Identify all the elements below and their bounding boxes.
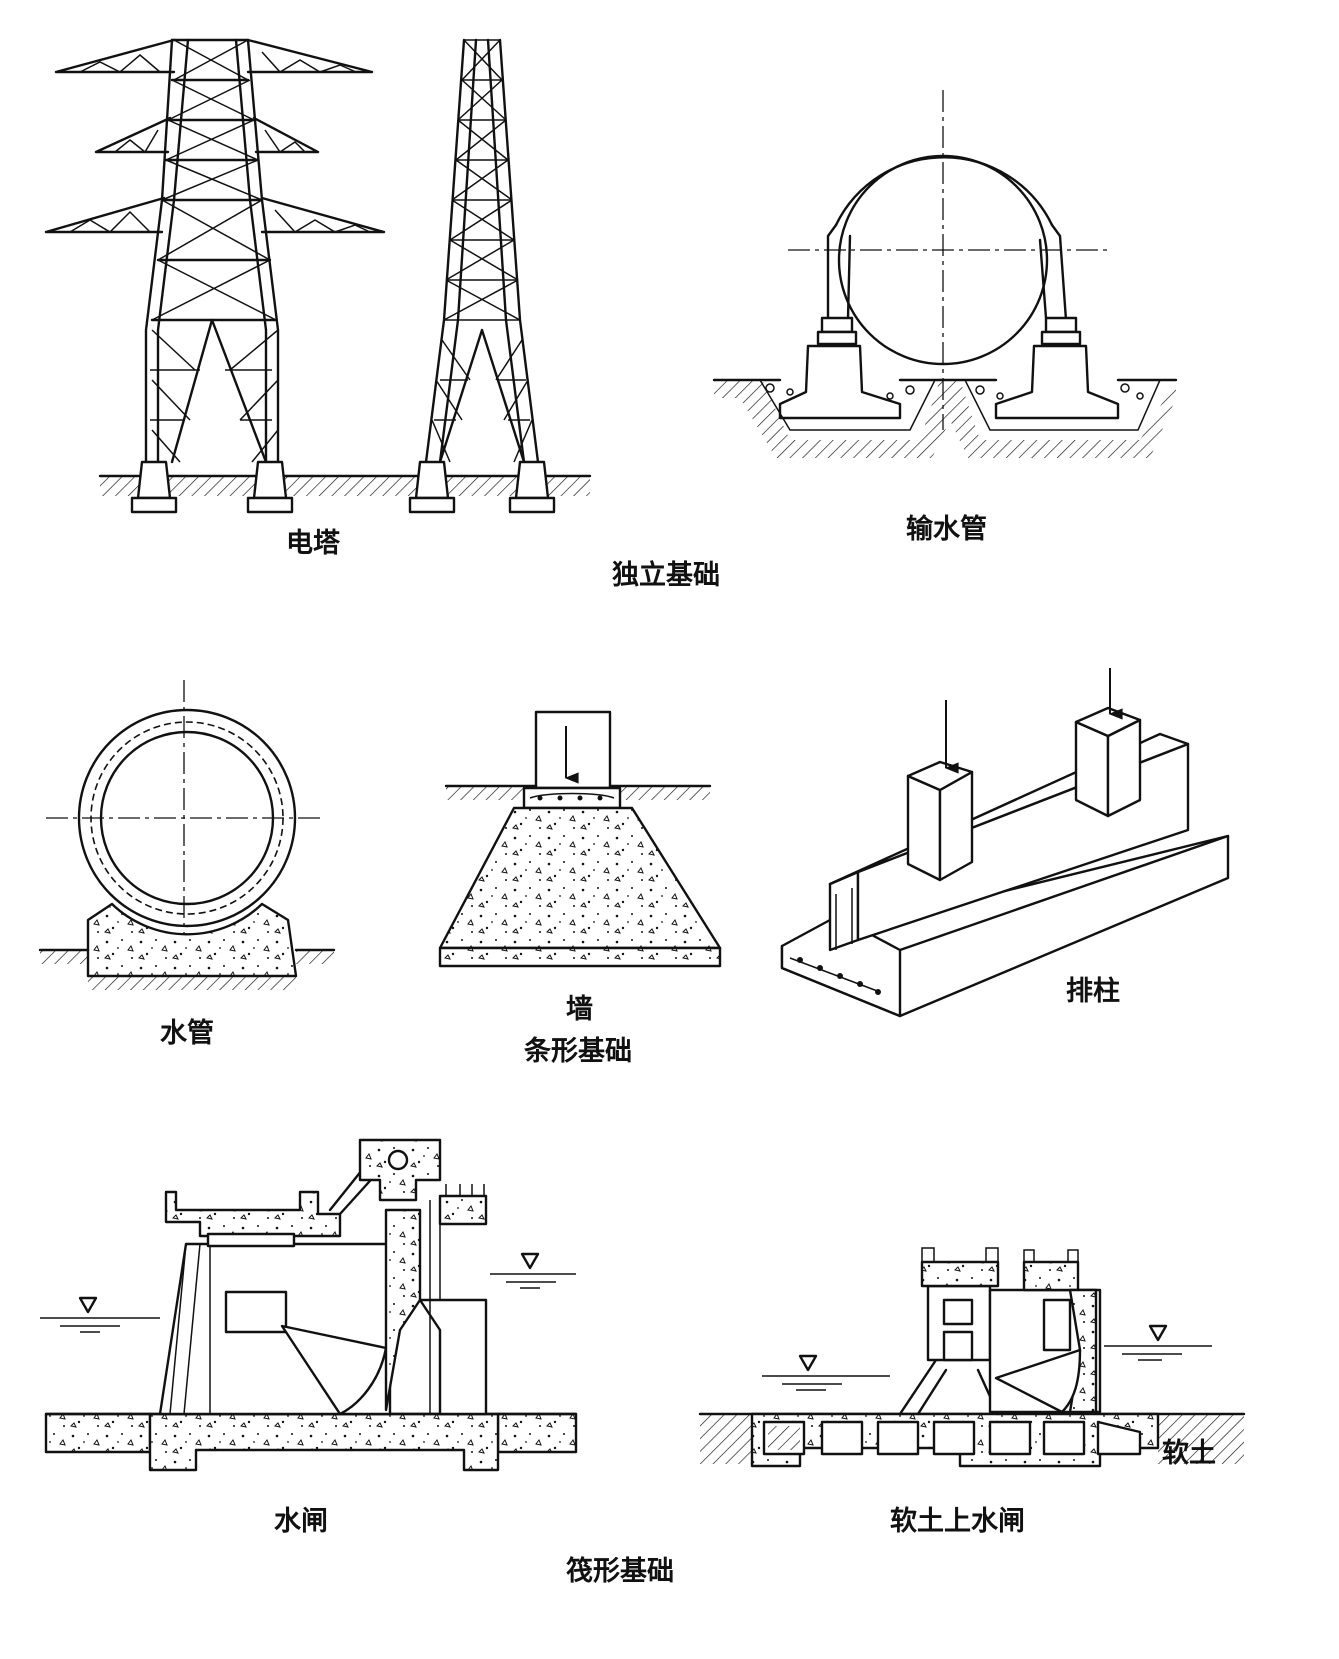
label-pipeline: 输水管 bbox=[906, 513, 987, 545]
tower-illustration bbox=[44, 38, 592, 514]
wall-strip-illustration bbox=[438, 710, 722, 968]
label-soft-soil: 软土 bbox=[1162, 1438, 1216, 1469]
label-tower: 电塔 bbox=[286, 528, 341, 559]
column-row-illustration bbox=[780, 668, 1230, 1018]
tower-2 bbox=[408, 38, 556, 514]
tower-1 bbox=[44, 38, 386, 514]
water-pipe-illustration bbox=[38, 680, 336, 990]
sluice-illustration bbox=[40, 1138, 578, 1472]
soft-soil-sluice-illustration bbox=[698, 1247, 1246, 1468]
label-soft-sluice: 软土上水闸 bbox=[890, 1506, 1025, 1537]
label-sluice: 水闸 bbox=[274, 1506, 328, 1537]
group-title-strip: 条形基础 bbox=[524, 1036, 632, 1067]
label-column-row: 排柱 bbox=[1066, 976, 1120, 1007]
label-water-pipe: 水管 bbox=[160, 1018, 214, 1049]
group-title-isolated: 独立基础 bbox=[612, 559, 720, 591]
label-wall: 墙 bbox=[566, 994, 593, 1025]
group-title-raft: 筏形基础 bbox=[566, 1555, 674, 1587]
pipeline-illustration bbox=[712, 90, 1178, 458]
